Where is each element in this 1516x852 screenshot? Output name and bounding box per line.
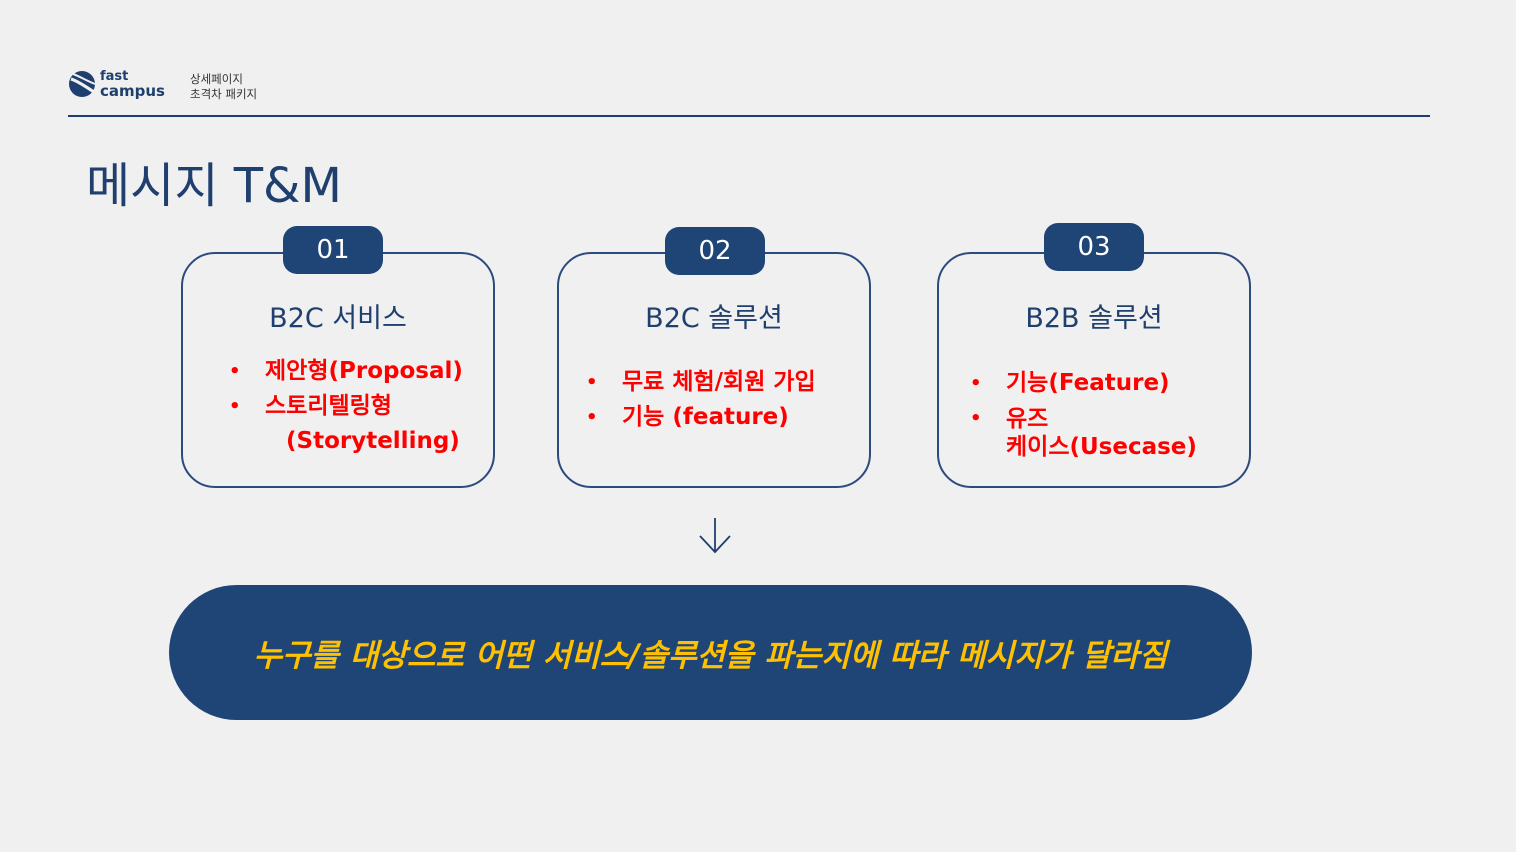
card-01: B2C 서비스 • 제안형(Proposal) • 스토리텔링형 (Storyt… — [181, 252, 495, 488]
logo-line2: campus — [100, 82, 165, 100]
arrow-down-icon — [699, 518, 731, 554]
subtitle-line1: 상세페이지 — [190, 72, 243, 86]
header-divider — [68, 115, 1430, 117]
logo: fast campus — [68, 69, 165, 100]
list-item: • 제안형(Proposal) — [229, 354, 463, 389]
card-number-badge: 02 — [665, 227, 765, 275]
bullet-icon: • — [229, 361, 241, 382]
bullet-text: 유즈 — [1006, 406, 1049, 432]
bullet-text: 기능 (feature) — [622, 404, 789, 430]
bullet-icon: • — [586, 407, 598, 428]
list-item: • 스토리텔링형 (Storytelling) — [229, 389, 463, 459]
card-02: B2C 솔루션 • 무료 체험/회원 가입 • 기능 (feature) — [557, 252, 871, 488]
logo-text: fast campus — [100, 69, 165, 100]
card-title: B2C 솔루션 — [645, 303, 783, 334]
bullet-text-continued: 케이스(Usecase) — [1006, 434, 1197, 460]
bullet-text: 무료 체험/회원 가입 — [622, 369, 816, 395]
card-number-badge: 01 — [283, 226, 383, 274]
bullet-icon: • — [229, 396, 241, 417]
list-item: • 무료 체험/회원 가입 — [586, 365, 816, 400]
list-item: • 기능(Feature) — [970, 366, 1197, 401]
header-subtitle: 상세페이지 초격차 패키지 — [190, 72, 257, 102]
bullet-text-continued: (Storytelling) — [286, 428, 460, 454]
bullet-icon: • — [970, 408, 982, 429]
fastcampus-logo-icon — [69, 71, 96, 97]
bullet-text: 제안형(Proposal) — [265, 358, 463, 384]
page-title: 메시지 T&M — [86, 158, 342, 214]
card-number-badge: 03 — [1044, 223, 1144, 271]
card-title: B2C 서비스 — [269, 303, 407, 334]
bullet-icon: • — [586, 372, 598, 393]
bullet-icon: • — [970, 373, 982, 394]
subtitle-line2: 초격차 패키지 — [190, 87, 258, 101]
card-bullets: • 무료 체험/회원 가입 • 기능 (feature) — [586, 365, 816, 435]
summary-banner-text: 누구를 대상으로 어떤 서비스/솔루션을 파는지에 따라 메시지가 달라짐 — [253, 638, 1168, 674]
logo-line1: fast — [100, 69, 129, 84]
bullet-text: 스토리텔링형 — [265, 393, 392, 419]
list-item: • 유즈 케이스(Usecase) — [970, 405, 1197, 461]
card-bullets: • 기능(Feature) • 유즈 케이스(Usecase) — [970, 366, 1197, 461]
card-03: B2B 솔루션 • 기능(Feature) • 유즈 케이스(Usecase) — [937, 252, 1251, 488]
card-title: B2B 솔루션 — [1025, 303, 1163, 334]
list-item: • 기능 (feature) — [586, 400, 816, 435]
bullet-text: 기능(Feature) — [1006, 370, 1170, 396]
summary-banner: 누구를 대상으로 어떤 서비스/솔루션을 파는지에 따라 메시지가 달라짐 — [169, 585, 1252, 720]
card-bullets: • 제안형(Proposal) • 스토리텔링형 (Storytelling) — [229, 354, 463, 459]
